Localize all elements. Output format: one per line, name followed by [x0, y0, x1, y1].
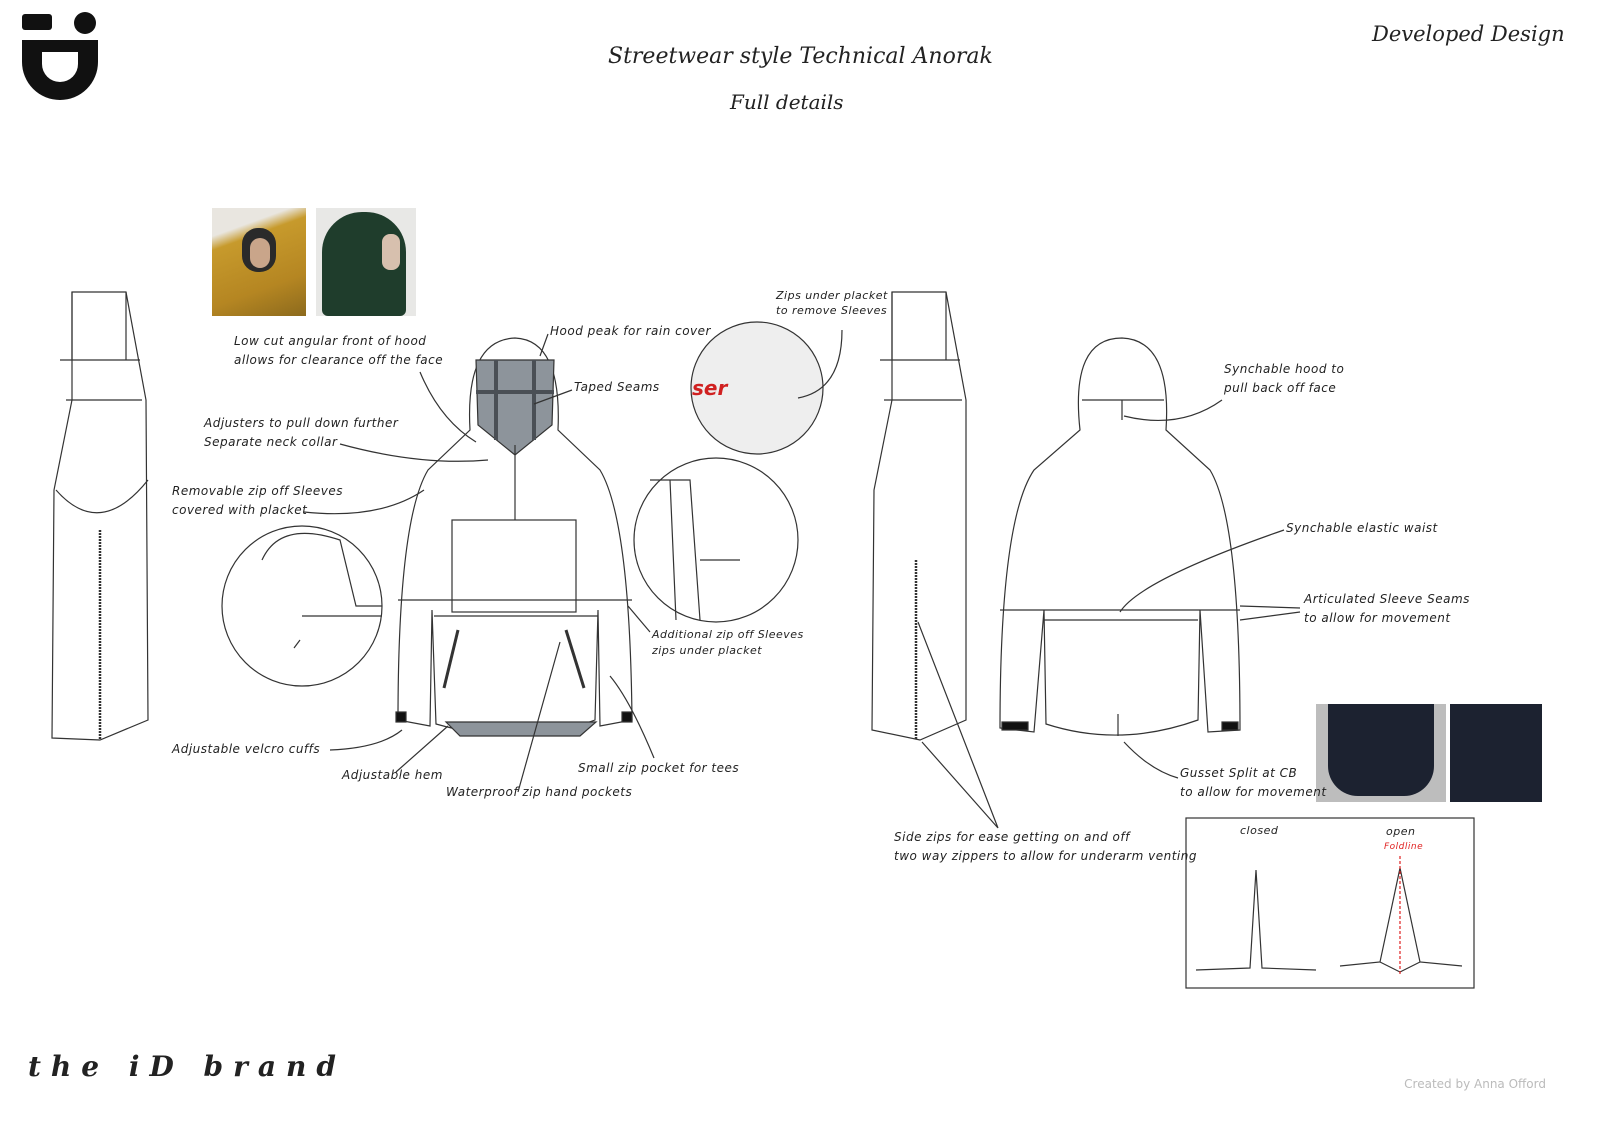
side-sleeve-flat-right [871, 291, 967, 741]
note-taped-seams: Taped Seams [574, 380, 660, 394]
note-hem: Adjustable hem [342, 768, 443, 782]
gusset-open-label: open [1386, 825, 1416, 838]
note-hand-pockets: Waterproof zip hand pockets [446, 785, 633, 799]
note-velcro-cuffs: Adjustable velcro cuffs [172, 742, 321, 756]
note-hood-peak: Hood peak for rain cover [550, 324, 711, 338]
reference-photo-back-hem [1316, 704, 1446, 802]
gusset-closed-label: closed [1240, 824, 1279, 837]
note-small-pocket: Small zip pocket for tees [578, 761, 740, 775]
brand-logo [22, 12, 98, 100]
reference-photo-back-split [1450, 704, 1542, 802]
page-title: Streetwear style Technical Anorak [608, 44, 993, 69]
back-anorak-flat [999, 337, 1241, 736]
footer-credit: Created by Anna Offord [1404, 1077, 1546, 1091]
svg-text:ser: ser [692, 376, 728, 400]
detail-circle-placket-photo [690, 321, 824, 455]
gusset-diagram-box [1185, 817, 1475, 989]
side-sleeve-flat-left [51, 291, 149, 741]
reference-photo-mustard-hood [212, 208, 306, 316]
footer-brand: the iD brand [28, 1050, 346, 1083]
detail-circle-additional-zip [633, 457, 799, 623]
design-stage: Developed Design [1372, 22, 1565, 46]
reference-photo-green-hood [316, 208, 416, 316]
front-anorak-flat [395, 337, 633, 737]
page-subtitle: Full details [730, 90, 844, 114]
note-elastic-waist: Synchable elastic waist [1286, 521, 1438, 535]
gusset-foldline-label: Foldline [1384, 842, 1424, 852]
